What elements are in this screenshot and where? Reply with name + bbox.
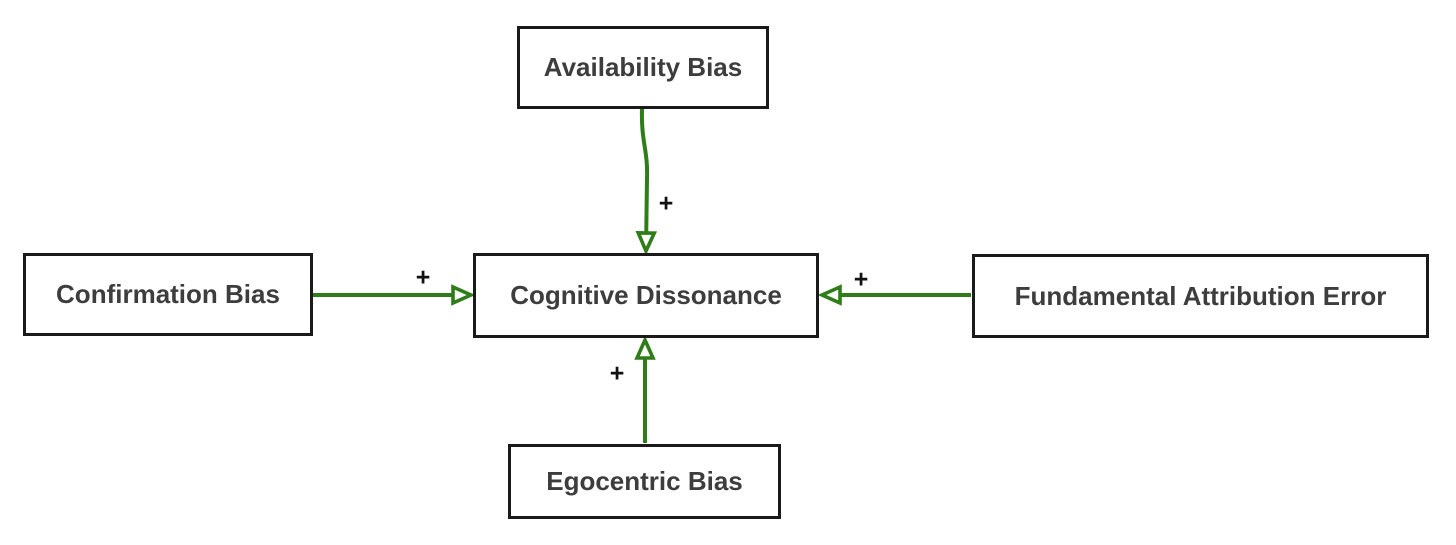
- node-label: Availability Bias: [543, 52, 743, 82]
- edge-label-fundamental-plus: +: [853, 265, 869, 294]
- node-label: Cognitive Dissonance: [510, 280, 782, 310]
- edge-label-availability-plus: +: [658, 189, 674, 218]
- edge-label-egocentric-plus: +: [609, 359, 625, 388]
- node-availability-bias: Availability Bias: [517, 26, 769, 109]
- node-label: Fundamental Attribution Error: [1014, 280, 1387, 311]
- node-confirmation-bias: Confirmation Bias: [23, 253, 313, 336]
- node-label: Egocentric Bias: [546, 466, 743, 496]
- node-label: Confirmation Bias: [56, 279, 280, 309]
- node-fundamental-attribution-error: Fundamental Attribution Error: [972, 254, 1429, 338]
- edge-label-confirmation-plus: +: [415, 263, 431, 292]
- edge-availability-to-cognitive: [642, 108, 647, 251]
- node-egocentric-bias: Egocentric Bias: [508, 444, 781, 519]
- node-cognitive-dissonance: Cognitive Dissonance: [473, 253, 819, 338]
